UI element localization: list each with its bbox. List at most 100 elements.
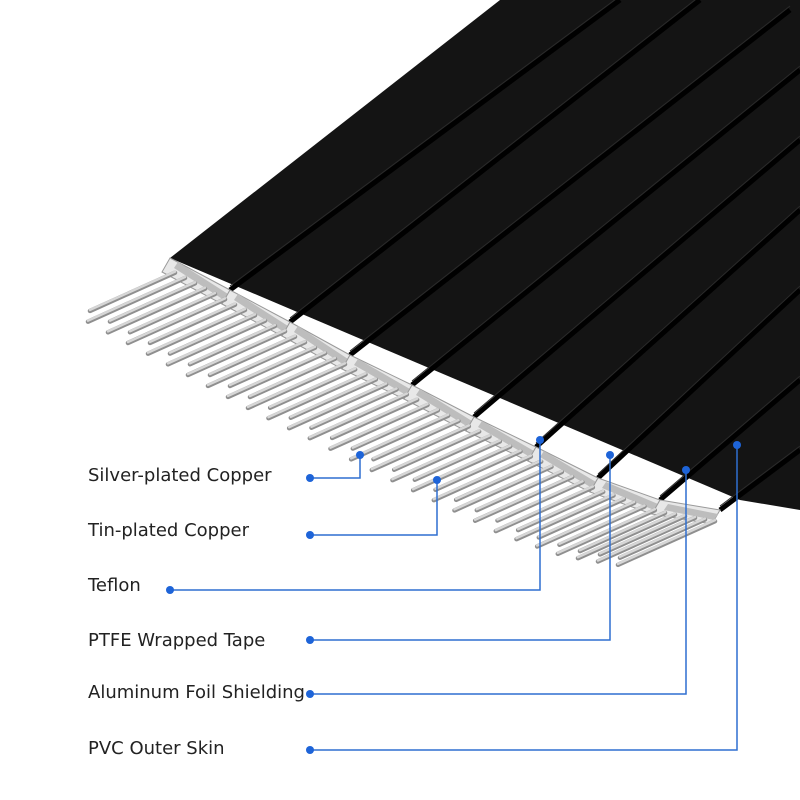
channel-separator-highlight (289, 0, 696, 319)
channel-separator (228, 0, 622, 293)
conductor-strand (535, 500, 636, 547)
conductor-strand (392, 429, 481, 470)
teflon-insulation-end (294, 326, 348, 365)
conductor-strand (88, 270, 177, 312)
leader-dot-end (356, 451, 364, 459)
channel-separator (596, 288, 800, 480)
teflon-insulation-end (602, 482, 658, 510)
conductor-strand (329, 402, 429, 449)
channel-separator-highlight (535, 205, 800, 444)
channel-separator (718, 448, 800, 512)
teflon-insulation-end (664, 504, 718, 520)
conductor-strand (128, 291, 217, 333)
conductor-strand (596, 515, 697, 562)
conductor-strand (86, 275, 187, 322)
leader-lines (166, 436, 741, 754)
conductor-strand (473, 474, 574, 521)
channel-separator-highlight (473, 135, 800, 414)
channel-separator-highlight (349, 5, 791, 352)
conductor-strand (432, 454, 533, 501)
teflon-insulation-end (354, 359, 410, 395)
leader-line (310, 480, 438, 536)
conductor-strand (228, 345, 317, 387)
conductor-strand (146, 307, 247, 354)
conductor-strand (289, 377, 378, 418)
label-ptfe-wrapped-tape: PTFE Wrapped Tape (88, 630, 266, 651)
teflon-insulation-end (174, 262, 228, 300)
conductor-strand (106, 286, 207, 333)
channel-separator (658, 378, 800, 502)
channel-separator (348, 8, 792, 357)
conductor-strand (226, 351, 327, 398)
conductor-strand (246, 362, 347, 409)
conductor-strand (454, 459, 543, 501)
conductor-strand (413, 439, 502, 480)
conductor-strand (248, 356, 337, 398)
conductor-strand (391, 434, 491, 481)
channel-separator (534, 208, 800, 449)
leader-line (310, 445, 738, 751)
conductor-strand (126, 297, 227, 344)
conductor-strand (556, 507, 657, 555)
leader-dot-start (306, 746, 314, 754)
teflon-insulation-end (478, 421, 534, 457)
conductor-strand (267, 372, 367, 419)
conductor-strand (186, 329, 287, 376)
conductor-strand (208, 334, 297, 376)
conductor-strand (578, 510, 667, 552)
conductor-strand (351, 408, 440, 449)
conductor-strand (148, 302, 237, 344)
conductor-strand (108, 281, 197, 322)
label-aluminum-foil-shielding: Aluminum Foil Shielding (88, 682, 305, 703)
channel-separator-highlight (659, 375, 800, 497)
conductor-strands (85, 270, 718, 568)
leader-dot-end (682, 466, 690, 474)
leader-dot-start (306, 636, 314, 644)
channel-separator (410, 68, 800, 387)
teflon-insulation-end (416, 389, 472, 427)
leader-dot-end (433, 476, 441, 484)
cable-layer (161, 0, 800, 525)
leader-dot-end (536, 436, 544, 444)
conductor-strand (515, 493, 615, 540)
leader-dot-start (306, 531, 314, 539)
conductor-strand (168, 313, 257, 354)
conductor-strand (372, 418, 460, 460)
conductor-strand (558, 504, 646, 545)
conductor-strand (453, 464, 553, 511)
conductor-strand (494, 485, 595, 532)
label-teflon: Teflon (88, 575, 141, 596)
leader-line (170, 440, 541, 591)
leader-line (310, 470, 687, 695)
label-pvc-outer-skin: PVC Outer Skin (88, 738, 225, 759)
conductor-strand (268, 367, 357, 408)
conductor-strand (576, 512, 677, 559)
leader-line (310, 455, 611, 641)
leader-dot-start (306, 474, 314, 482)
channel-separator (288, 0, 702, 324)
teflon-insulation-end (234, 294, 288, 332)
conductor-strand (618, 517, 707, 558)
label-silver-plated-copper: Silver-plated Copper (88, 465, 272, 486)
conductor-strand (516, 489, 605, 531)
conductor-strand (287, 382, 388, 429)
conductor-strand (206, 340, 307, 387)
conductor-strand (434, 449, 522, 490)
label-tin-plated-copper: Tin-plated Copper (88, 520, 249, 541)
channel-separator (472, 138, 800, 419)
conductor-strand (370, 424, 471, 471)
leader-dot-start (306, 690, 314, 698)
conductor-strand (349, 413, 450, 460)
teflon-insulation-end (540, 451, 596, 488)
conductor-strand (166, 318, 267, 365)
leader-dot-end (733, 441, 741, 449)
channel-separator-highlight (411, 65, 800, 382)
conductor-strand (308, 392, 409, 439)
conductor-strand (616, 518, 717, 566)
conductor-strand (411, 444, 512, 491)
conductor-strand (188, 323, 277, 365)
conductor-strand (475, 469, 564, 511)
leader-dot-end (606, 451, 614, 459)
conductor-strand (310, 387, 398, 428)
